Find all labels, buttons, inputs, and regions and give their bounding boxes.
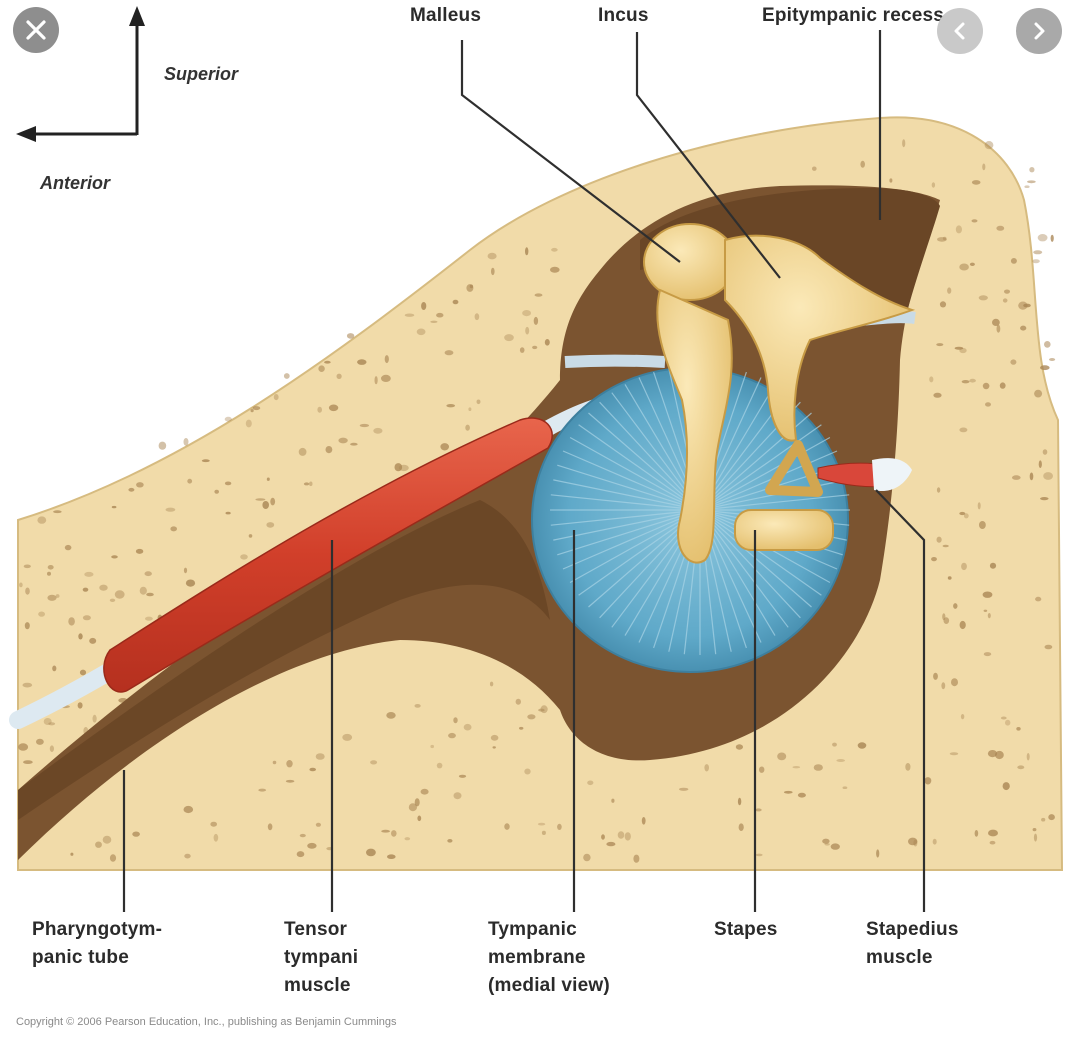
superior-ligament — [565, 361, 665, 363]
chevron-right-icon — [1029, 21, 1049, 41]
label-stapedius: Stapedius muscle — [866, 916, 959, 972]
label-malleus: Malleus — [410, 2, 481, 30]
copyright-line: Copyright © 2006 Pearson Education, Inc.… — [16, 1016, 396, 1028]
label-tensor-tympani: Tensor tympani muscle — [284, 916, 358, 1000]
superior-label: Superior — [164, 64, 238, 85]
next-image-button[interactable] — [1016, 8, 1062, 54]
label-incus: Incus — [598, 2, 649, 30]
previous-image-button[interactable] — [937, 8, 983, 54]
label-epitympanic-recess: Epitympanic recess — [762, 2, 944, 30]
close-icon — [25, 19, 47, 41]
anterior-label: Anterior — [40, 173, 110, 194]
label-tympanic-membrane: Tympanic membrane (medial view) — [488, 916, 610, 1000]
chevron-left-icon — [950, 21, 970, 41]
label-pharyngotympanic-tube: Pharyngotym- panic tube — [32, 916, 162, 972]
close-button[interactable] — [13, 7, 59, 53]
label-stapes: Stapes — [714, 916, 778, 944]
